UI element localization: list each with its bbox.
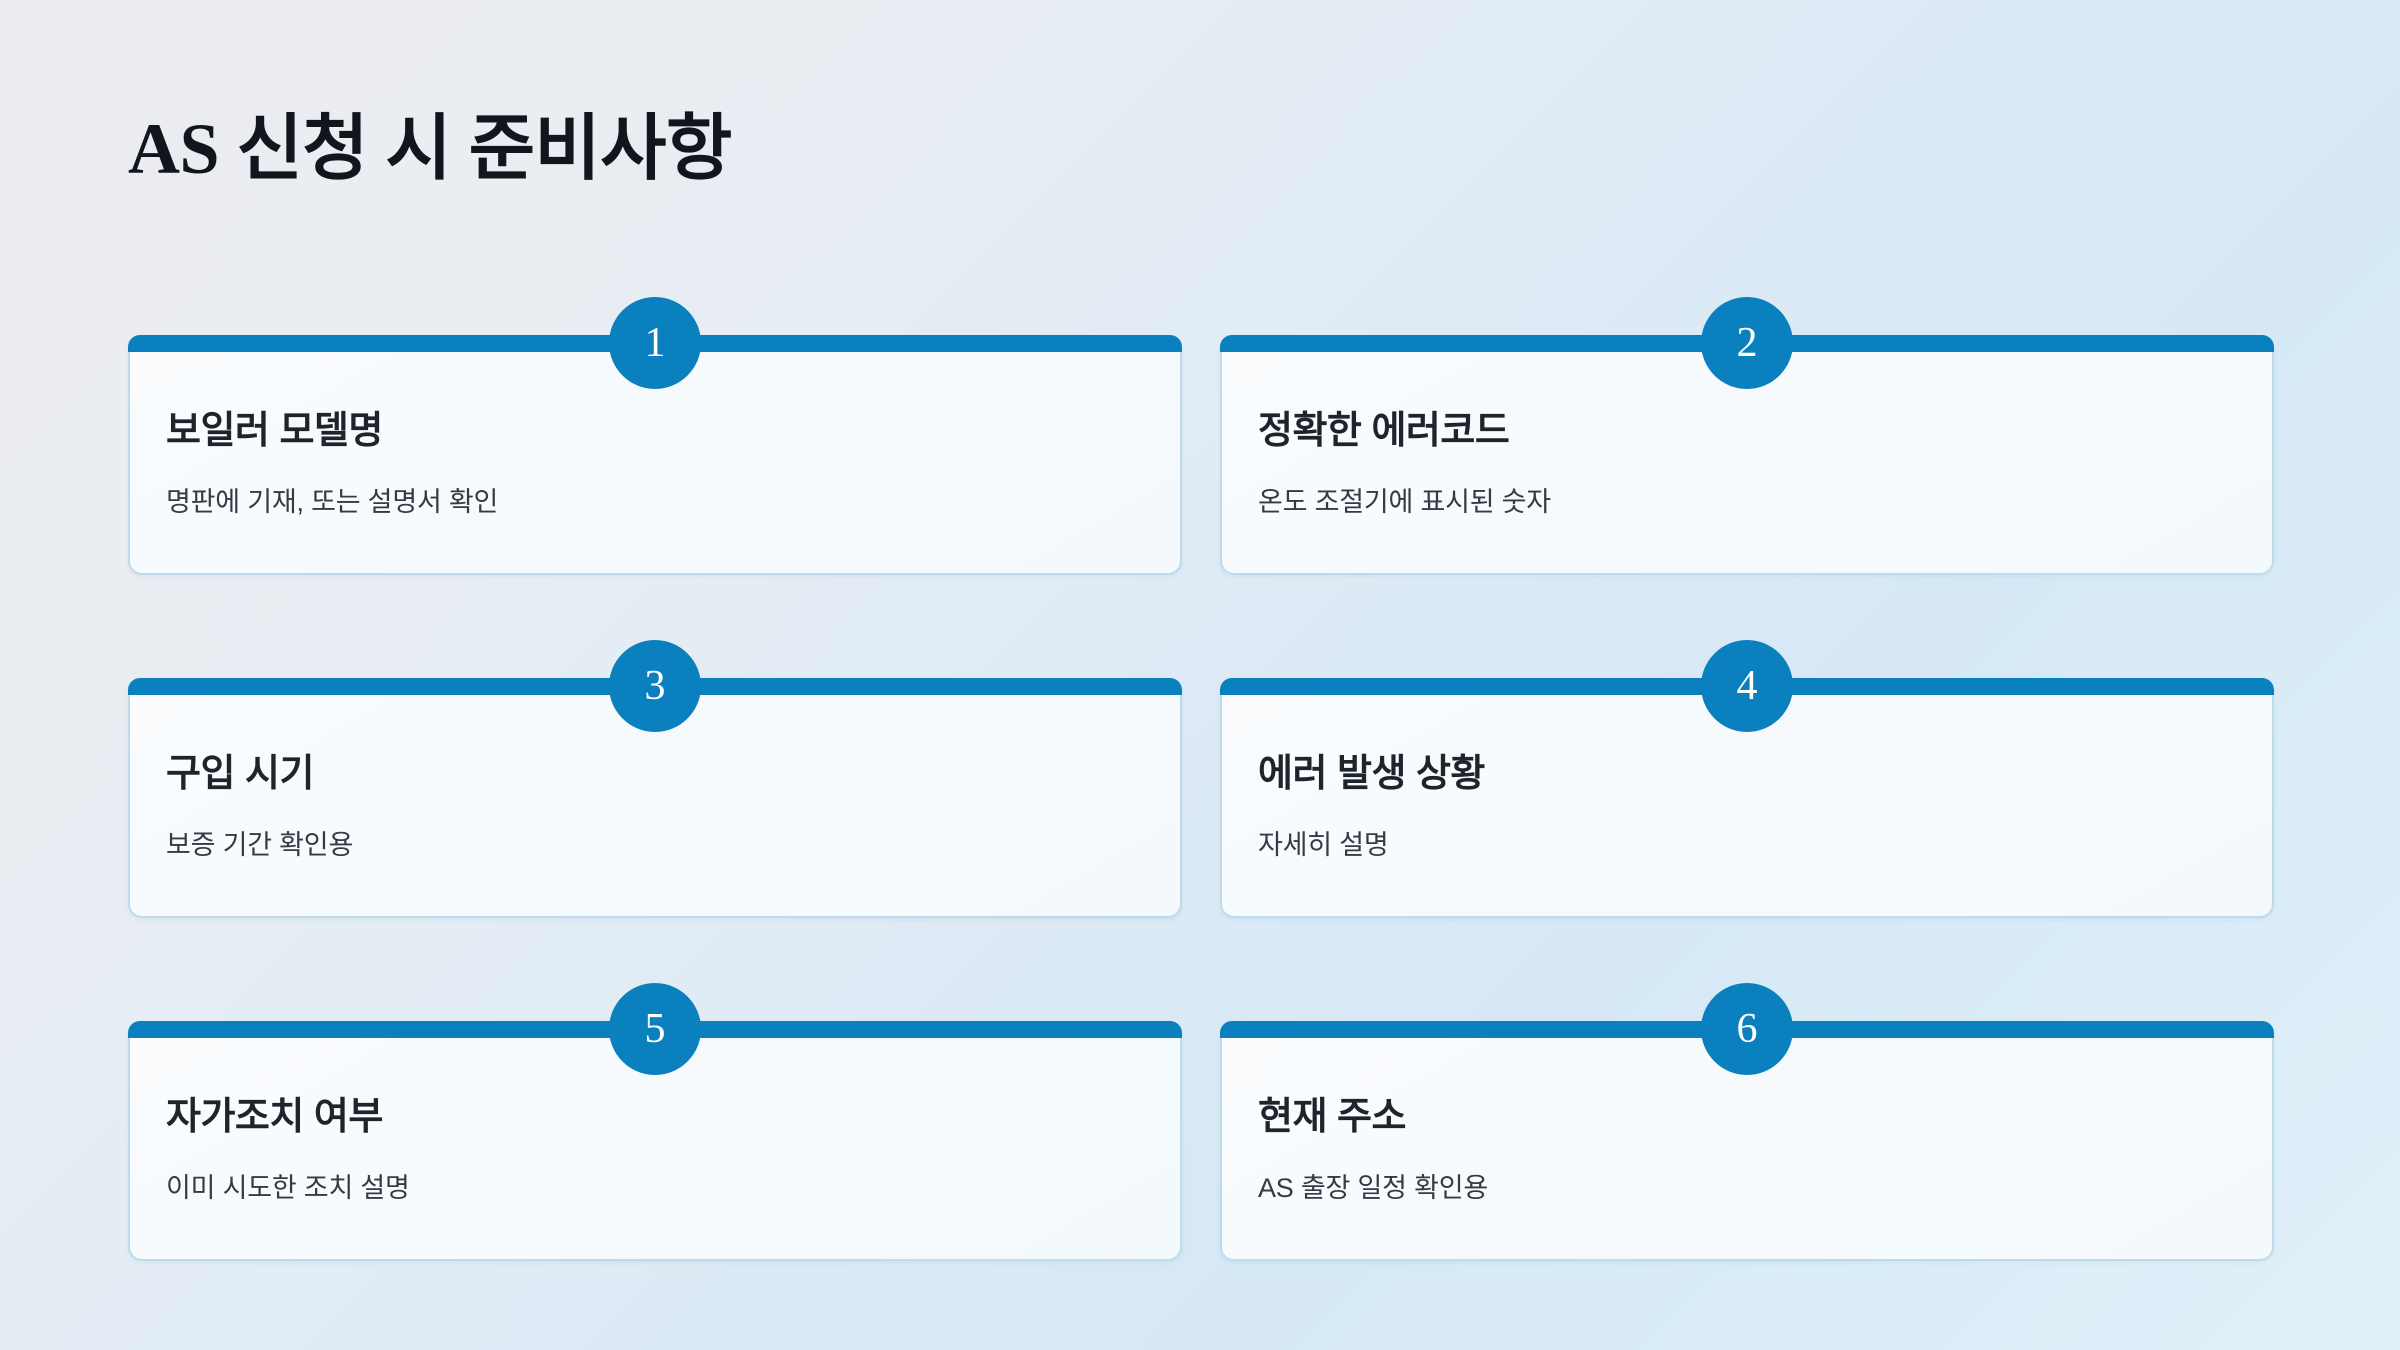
card-number-badge: 2 (1701, 297, 1793, 389)
preparation-card[interactable]: 4 에러 발생 상황 자세히 설명 (1220, 640, 2274, 918)
preparation-card-grid: 1 보일러 모델명 명판에 기재, 또는 설명서 확인 2 정확한 에러코드 온… (128, 297, 2274, 1261)
card-number-badge: 3 (609, 640, 701, 732)
card-body: 1 보일러 모델명 명판에 기재, 또는 설명서 확인 (128, 297, 1182, 575)
card-title: 현재 주소 (1258, 1096, 1406, 1138)
card-body: 6 현재 주소 AS 출장 일정 확인용 (1220, 983, 2274, 1261)
card-title: 보일러 모델명 (166, 410, 383, 452)
card-body: 3 구입 시기 보증 기간 확인용 (128, 640, 1182, 918)
preparation-card[interactable]: 2 정확한 에러코드 온도 조절기에 표시된 숫자 (1220, 297, 2274, 575)
card-number-badge: 5 (609, 983, 701, 1075)
card-title: 구입 시기 (166, 753, 314, 795)
card-number-badge: 4 (1701, 640, 1793, 732)
preparation-card[interactable]: 5 자가조치 여부 이미 시도한 조치 설명 (128, 983, 1182, 1261)
card-title: 자가조치 여부 (166, 1096, 383, 1138)
page-title: AS 신청 시 준비사항 (128, 109, 732, 189)
card-body: 2 정확한 에러코드 온도 조절기에 표시된 숫자 (1220, 297, 2274, 575)
preparation-card[interactable]: 3 구입 시기 보증 기간 확인용 (128, 640, 1182, 918)
card-description: 이미 시도한 조치 설명 (166, 1173, 410, 1203)
card-description: 명판에 기재, 또는 설명서 확인 (166, 487, 499, 517)
card-description: 자세히 설명 (1258, 830, 1389, 860)
card-number-badge: 1 (609, 297, 701, 389)
card-description: 온도 조절기에 표시된 숫자 (1258, 487, 1551, 517)
card-number-badge: 6 (1701, 983, 1793, 1075)
card-title: 에러 발생 상황 (1258, 753, 1485, 795)
card-title: 정확한 에러코드 (1258, 410, 1510, 452)
card-body: 5 자가조치 여부 이미 시도한 조치 설명 (128, 983, 1182, 1261)
preparation-card[interactable]: 1 보일러 모델명 명판에 기재, 또는 설명서 확인 (128, 297, 1182, 575)
card-description: 보증 기간 확인용 (166, 830, 354, 860)
card-description: AS 출장 일정 확인용 (1258, 1173, 1489, 1203)
card-body: 4 에러 발생 상황 자세히 설명 (1220, 640, 2274, 918)
preparation-card[interactable]: 6 현재 주소 AS 출장 일정 확인용 (1220, 983, 2274, 1261)
